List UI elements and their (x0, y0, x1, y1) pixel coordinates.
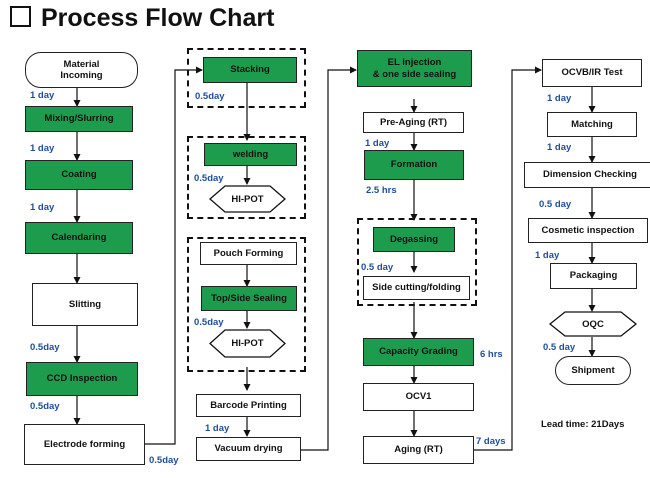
degassing-group (357, 218, 477, 306)
stacking-group (187, 48, 306, 108)
hi-pot-decision-2: HI-POT (209, 329, 286, 358)
vacuum-drying-step: Vacuum drying (196, 437, 301, 461)
shipment-step: Shipment (555, 356, 631, 385)
duration-label: 0.5 day (361, 262, 394, 273)
ocv1-step: OCV1 (363, 383, 474, 411)
duration-label: 0.5day (30, 342, 60, 353)
el-injection-step: EL injection & one side sealing (357, 50, 472, 87)
matching-step: Matching (547, 112, 637, 137)
aging-step: Aging (RT) (363, 436, 474, 464)
hi-pot-decision-1: HI-POT (209, 185, 286, 213)
pre-aging-step: Pre-Aging (RT) (363, 112, 464, 133)
material-incoming-step: Material Incoming (25, 52, 138, 88)
welding-group (187, 136, 306, 219)
stacking-step: Stacking (203, 57, 297, 83)
lead-time-label: Lead time: 21Days (541, 419, 625, 430)
duration-label: 1 day (205, 423, 230, 434)
page-title: Process Flow Chart (10, 4, 274, 33)
electrode-forming-step: Electrode forming (24, 424, 145, 465)
diamond-shape (549, 311, 637, 337)
duration-label: 0.5day (194, 317, 224, 328)
barcode-printing-step: Barcode Printing (196, 394, 301, 417)
duration-label: 1 day (30, 202, 55, 213)
pouch-forming-step: Pouch Forming (200, 242, 297, 265)
coating-step: Coating (25, 160, 133, 190)
calendaring-step: Calendaring (25, 222, 133, 254)
formation-step: Formation (364, 150, 464, 180)
packaging-step: Packaging (550, 263, 637, 289)
cosmetic-inspection-step: Cosmetic inspection (528, 218, 648, 243)
diamond-shape (209, 185, 286, 213)
oqc-decision: OQC (549, 311, 637, 337)
diamond-shape (209, 329, 286, 358)
duration-label: 1 day (30, 143, 55, 154)
duration-label: 0.5 day (543, 342, 576, 353)
mixing-slurring-step: Mixing/Slurring (25, 106, 133, 132)
ccd-inspection-step: CCD Inspection (26, 362, 138, 396)
sealing-group (187, 237, 306, 372)
duration-label: 7 days (476, 436, 506, 447)
top-side-sealing-step: Top/Side Sealing (201, 286, 297, 311)
duration-label: 1 day (30, 90, 55, 101)
degassing-step: Degassing (373, 227, 455, 252)
dimension-checking-step: Dimension Checking (524, 162, 650, 188)
duration-label: 0.5 day (539, 199, 572, 210)
duration-label: 0.5day (194, 173, 224, 184)
duration-label: 1 day (365, 138, 390, 149)
duration-label: 1 day (535, 250, 560, 261)
duration-label: 1 day (547, 93, 572, 104)
duration-label: 6 hrs (480, 349, 503, 360)
duration-label: 0.5day (30, 401, 60, 412)
capacity-grading-step: Capacity Grading (363, 338, 474, 366)
duration-label: 1 day (547, 142, 572, 153)
side-cutting-folding-step: Side cutting/folding (363, 276, 470, 300)
duration-label: 0.5day (195, 91, 225, 102)
duration-label: 0.5day (149, 455, 179, 466)
slitting-step: Slitting (32, 283, 138, 326)
duration-label: 2.5 hrs (366, 185, 397, 196)
ocvb-ir-test-step: OCVB/IR Test (542, 59, 642, 87)
square-icon (10, 6, 31, 27)
welding-step: welding (204, 143, 297, 166)
